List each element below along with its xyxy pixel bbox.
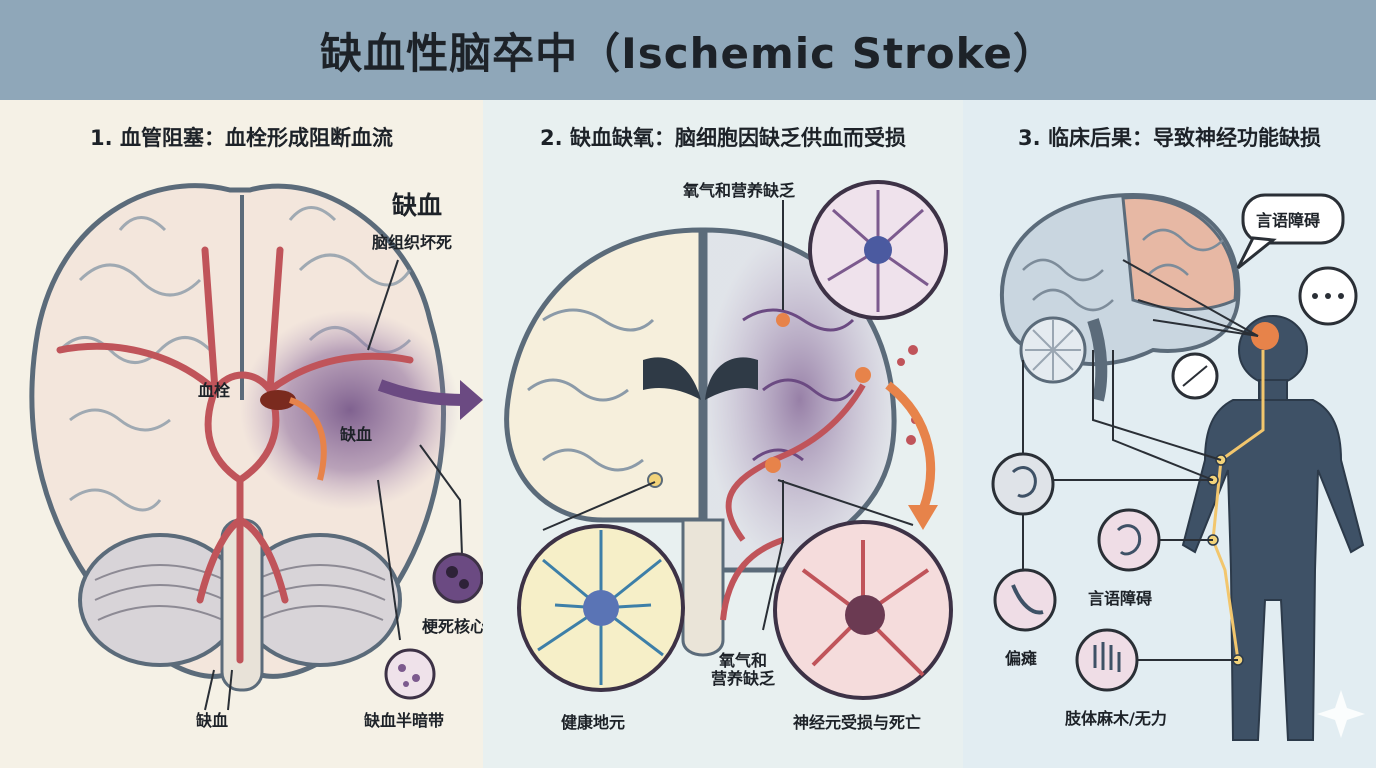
label-speech-disorder: 言语障碍 (1088, 589, 1153, 608)
label-clot: 血栓 (198, 381, 231, 400)
label-limb-numbness-weakness: 肢体麻木/无力 (1065, 709, 1167, 728)
label-oxygen-deficit-lower: 氧气和 营养缺乏 (711, 651, 776, 689)
panel-1-heading: 1. 血管阻塞：血栓形成阻断血流 (90, 126, 393, 150)
header-bar: 缺血性脑卒中（Ischemic Stroke） (0, 0, 1376, 100)
brain-coronal-section-illustration (504, 180, 953, 700)
panel-clinical-consequences: 3. 临床后果：导致神经功能缺损 (963, 100, 1376, 768)
label-ischemia-bottom: 缺血 (196, 711, 229, 730)
speech-bubble-text: 言语障碍 (1256, 211, 1321, 230)
label-hemiplegia: 偏瘫 (1005, 649, 1038, 668)
label-penumbra: 缺血半暗带 (364, 711, 445, 730)
page-title: 缺血性脑卒中（Ischemic Stroke） (320, 28, 1056, 78)
label-infarct-core: 梗死核心 (422, 617, 483, 636)
label-tissue-necrosis: 脑组织坏死 (372, 233, 453, 252)
label-oxygen-deficit-top: 氧气和营养缺乏 (683, 181, 796, 200)
brain-bottom-view-illustration (29, 183, 483, 711)
label-healthy-neuron: 健康地元 (561, 713, 626, 732)
panel-ischemia-hypoxia: 2. 缺血缺氧：脑细胞因缺乏供血而受损 (483, 100, 963, 768)
panel-2-heading: 2. 缺血缺氧：脑细胞因缺乏供血而受损 (540, 126, 906, 150)
panel-vessel-blockage: 1. 血管阻塞：血栓形成阻断血流 (0, 100, 483, 768)
label-ischemia-big: 缺血 (392, 191, 443, 220)
label-neuron-damage-death: 神经元受损与死亡 (793, 713, 922, 732)
clinical-consequences-illustration (991, 192, 1365, 741)
label-ischemia-mid: 缺血 (340, 425, 373, 444)
panel-3-heading: 3. 临床后果：导致神经功能缺损 (1018, 126, 1321, 150)
